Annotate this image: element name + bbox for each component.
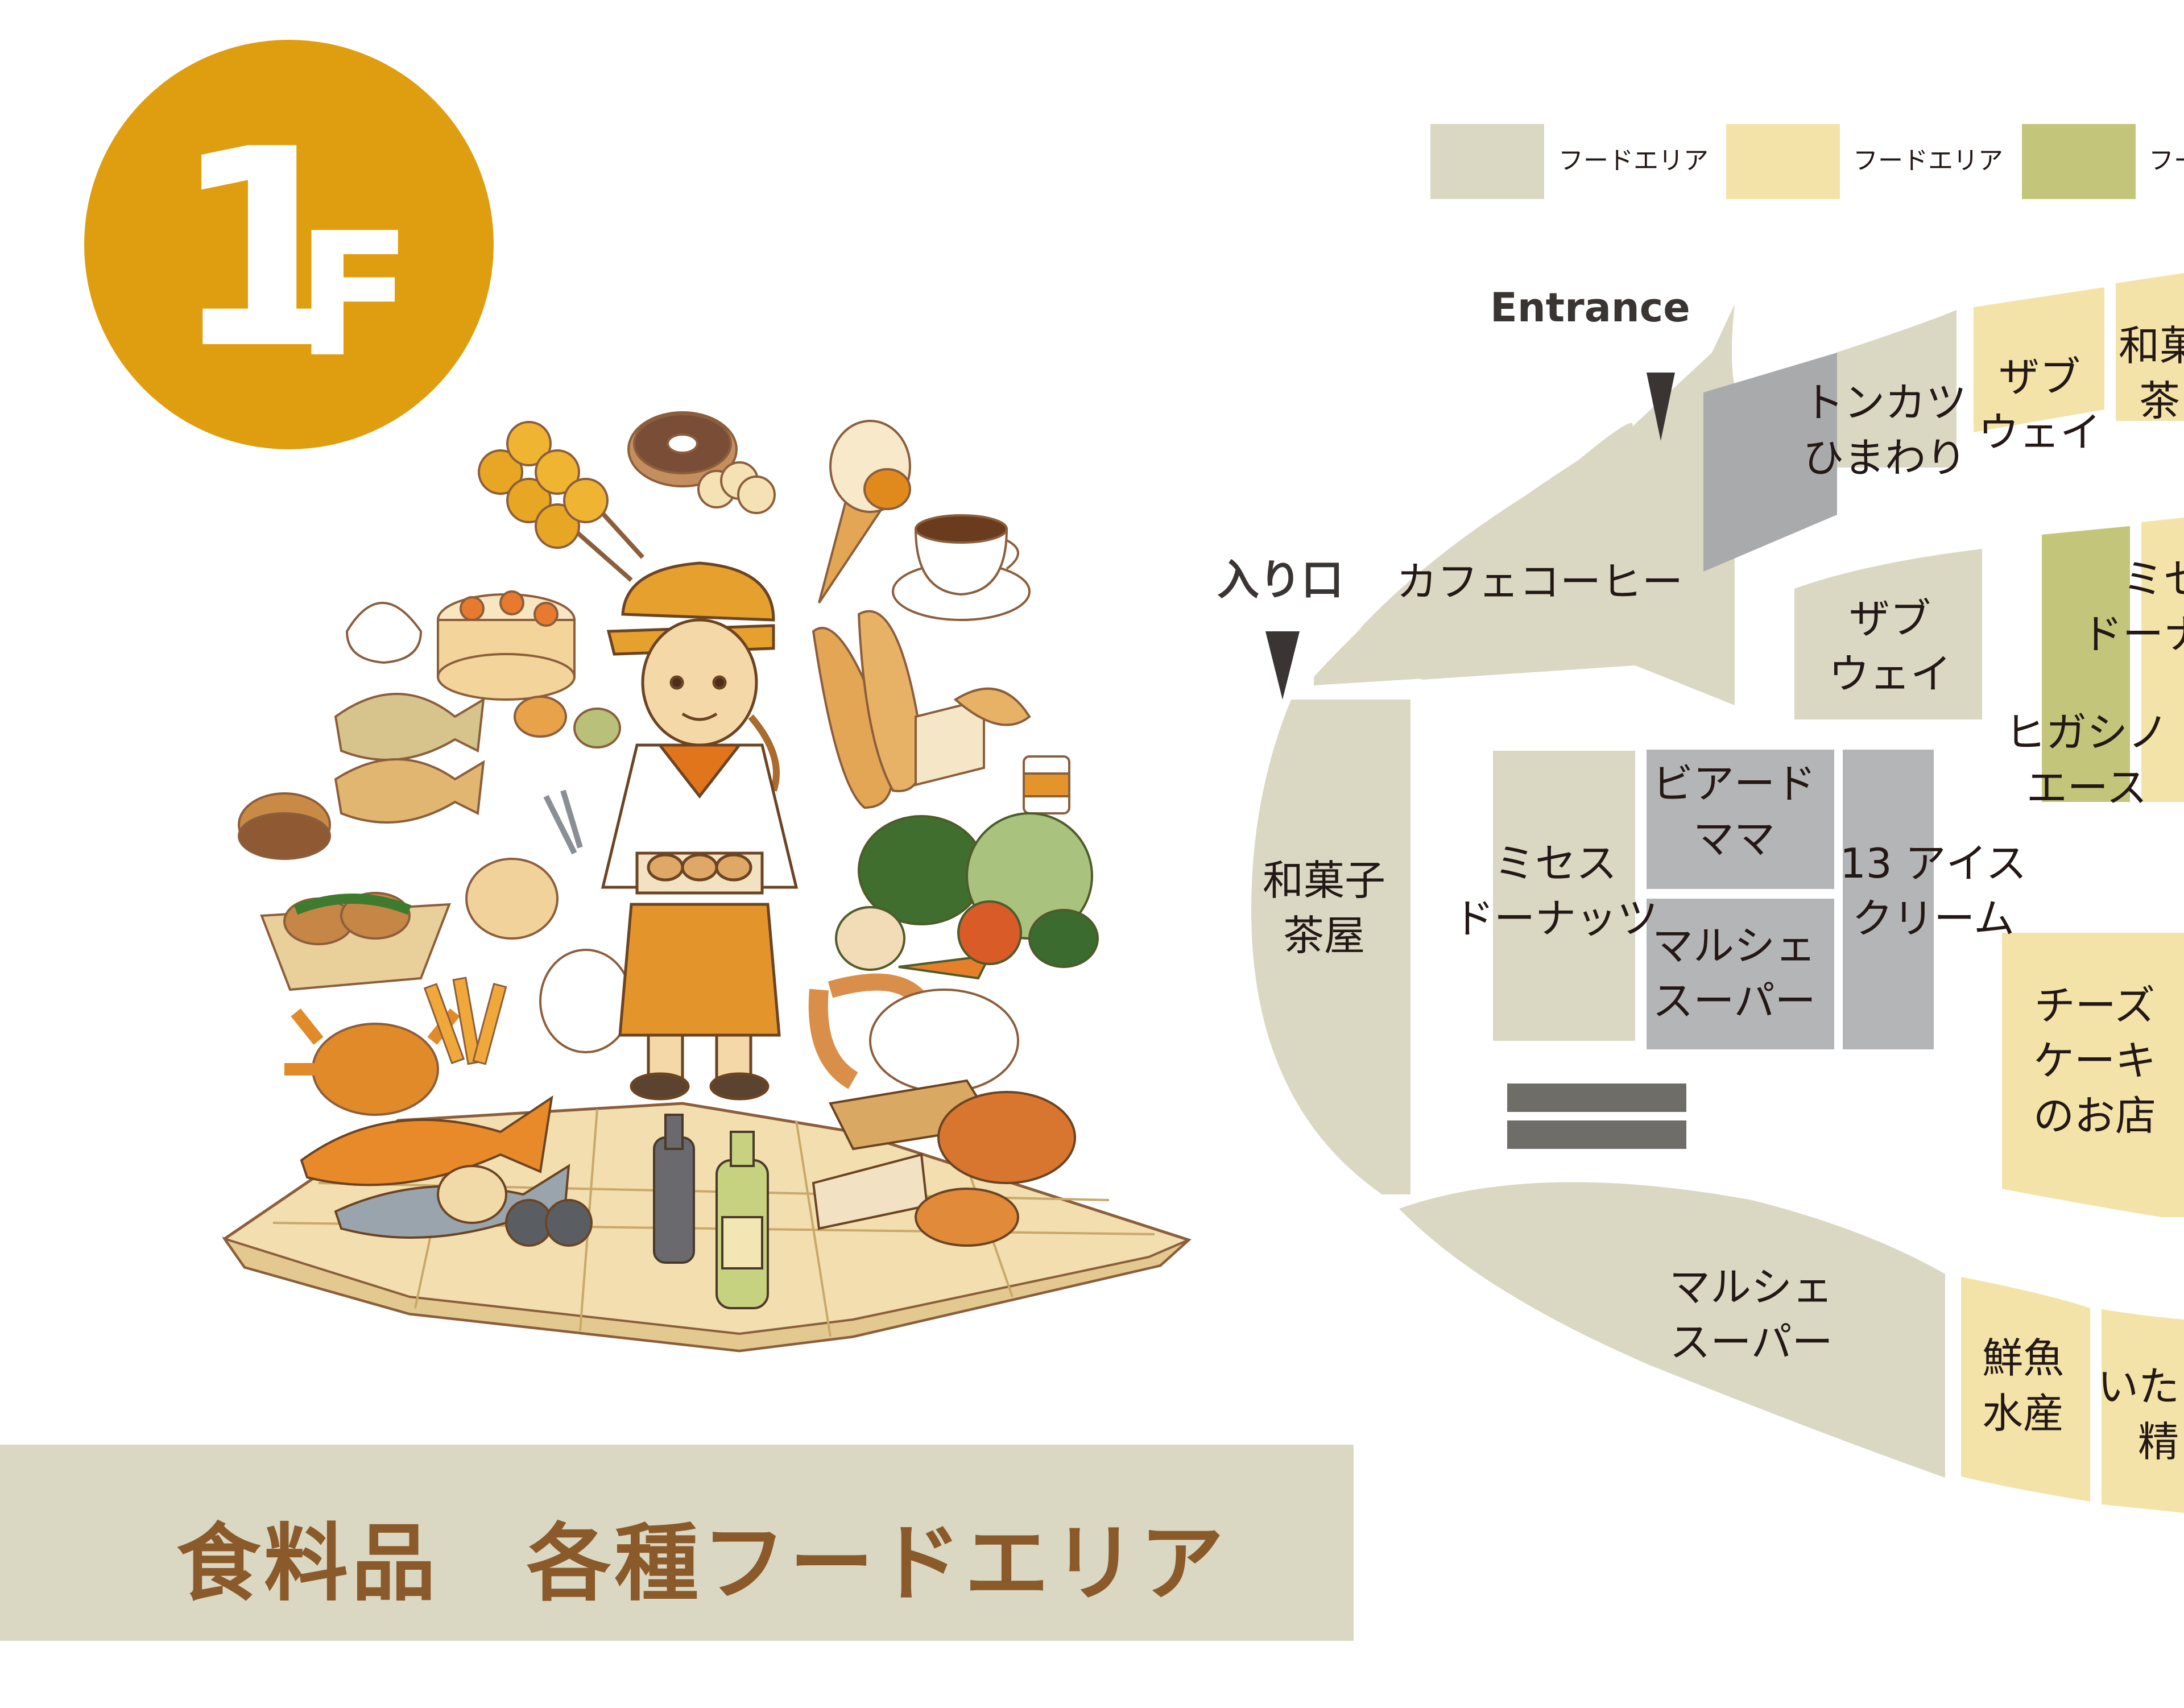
food-illustration (221, 411, 1192, 1353)
area-wagashi-left[interactable] (1251, 700, 1410, 1194)
area-cafe-coffee[interactable] (1314, 427, 1632, 685)
area-wagashi-top[interactable] (2116, 273, 2184, 421)
floor-number: 1 (171, 91, 361, 409)
area-subway-mid[interactable] (1794, 549, 1982, 719)
area-cheese-cake[interactable] (2002, 933, 2184, 1217)
area-marche-inner[interactable] (1647, 899, 1834, 1049)
legend-swatch-2 (1726, 124, 1840, 199)
shop-label-beard-papa[interactable]: ビアードママ (1652, 760, 1817, 863)
shop-label-ice-cream[interactable]: 13 アイスクリーム (1840, 839, 2027, 943)
legend-swatch-1 (1430, 124, 1544, 199)
floor-letter: F (296, 196, 412, 395)
area-mister-right[interactable] (2141, 518, 2184, 802)
floor-plan (1251, 273, 2184, 1513)
area-ita[interactable] (2102, 1309, 2184, 1513)
stairs-icon (1507, 1120, 1686, 1149)
shop-label-cheese-cake[interactable]: チーズケーキのお店 (2033, 982, 2157, 1140)
legend-label-3: フー (2149, 146, 2184, 175)
entrance-label-en: Entrance (1490, 284, 1690, 331)
area-marche-bottom[interactable] (1399, 1182, 1945, 1478)
shop-label-fish[interactable]: 鮮魚水産 (1982, 1334, 2065, 1438)
area-higashino[interactable] (2042, 526, 2130, 802)
shop-label-cafe[interactable]: カフェコーヒー (1396, 558, 1684, 606)
down-arrow-icon (1265, 631, 1300, 700)
legend-label-2: フードエリア (1853, 146, 2003, 175)
area-tonkatsu[interactable] (1836, 310, 1956, 468)
title-band (0, 1445, 1354, 1641)
area-misses-donuts[interactable] (1493, 751, 1635, 1041)
chef-figure (543, 561, 799, 1101)
shop-label-tonkatsu[interactable]: トンカツひまわり (1803, 379, 1967, 482)
shop-label-marche-inner[interactable]: マルシェスーパー (1652, 922, 1817, 1025)
shop-label-mister-right[interactable]: ミセドーナ (2082, 555, 2184, 659)
area-beard-papa[interactable] (1647, 750, 1834, 889)
shop-label-wagashi-top[interactable]: 和菓茶 (2119, 322, 2184, 425)
down-arrow-icon (1647, 373, 1675, 441)
area-ice-cream[interactable] (1843, 750, 1934, 1049)
area-gray-block (1703, 353, 1837, 572)
floor-badge (84, 40, 494, 449)
shop-label-misses-donuts[interactable]: ミセスドーナッツ (1453, 839, 1658, 943)
area-subway-top[interactable] (1974, 287, 2104, 432)
legend-label-1: フードエリア (1558, 146, 1709, 175)
shop-label-subway-mid[interactable]: ザブウェイ (1829, 595, 1952, 698)
shop-label-marche-bottom[interactable]: マルシェスーパー (1669, 1263, 1834, 1367)
shop-label-subway-top[interactable]: ザブウェイ (1978, 353, 2102, 457)
entrance-label-ja: 入り口 (1217, 556, 1343, 605)
area-fish[interactable] (1961, 1277, 2090, 1502)
legend-swatch-3 (2022, 124, 2136, 199)
stairs-icon (1507, 1083, 1686, 1112)
shop-label-higashino[interactable]: ヒガシノエース (2005, 709, 2169, 812)
shop-label-wagashi-left[interactable]: 和菓子茶屋 (1263, 857, 1386, 960)
page-title: 食料品 各種フードエリア (176, 1515, 1227, 1612)
shop-label-ita[interactable]: いた精 (2098, 1363, 2180, 1466)
